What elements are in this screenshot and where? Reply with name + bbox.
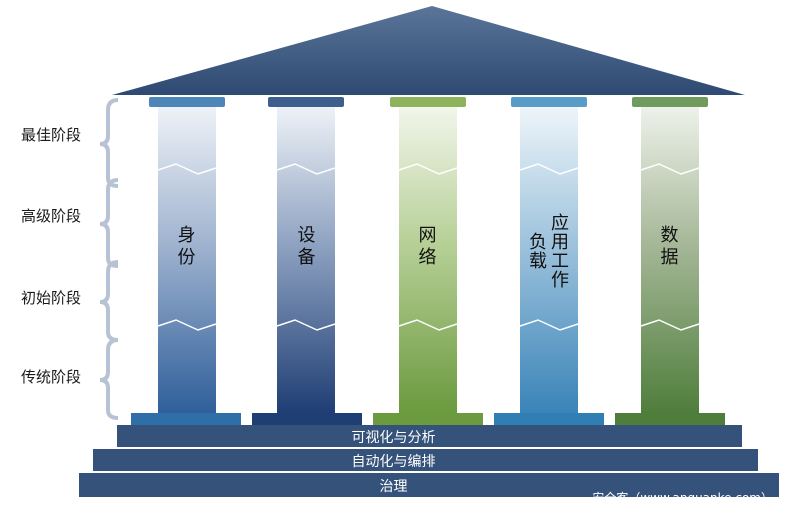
roof <box>112 6 745 95</box>
pillar-label-device: 设备 <box>297 225 317 268</box>
step-label: 治理 <box>379 479 408 495</box>
stage-brace <box>99 338 119 420</box>
step-label: 可视化与分析 <box>351 430 436 446</box>
pillar-label-identity: 身份 <box>177 225 197 268</box>
pillar-label-data: 数据 <box>660 225 680 268</box>
stage-label: 最佳阶段 <box>20 126 81 144</box>
stage-brace <box>99 260 119 342</box>
step-automation <box>93 449 758 471</box>
pillar-application-workload <box>494 97 604 425</box>
pillar-data <box>615 97 725 425</box>
pillar-label-network: 网络 <box>418 225 438 268</box>
pillar-network <box>373 97 483 425</box>
pillar-label-application-workload: 应用工作负载 <box>526 213 569 289</box>
step-label: 自动化与编排 <box>351 454 436 470</box>
watermark: 安全客（www.anquanke.com） <box>592 491 773 505</box>
stage-label: 初始阶段 <box>20 289 81 307</box>
pillar-device <box>252 97 362 425</box>
stage-label: 传统阶段 <box>20 368 81 386</box>
stage-brace <box>99 178 119 268</box>
pillar-identity <box>131 97 241 425</box>
step-governance <box>79 473 779 497</box>
stage-label: 高级阶段 <box>20 207 81 225</box>
stage-brace <box>99 98 119 188</box>
step-visualization <box>117 425 742 447</box>
